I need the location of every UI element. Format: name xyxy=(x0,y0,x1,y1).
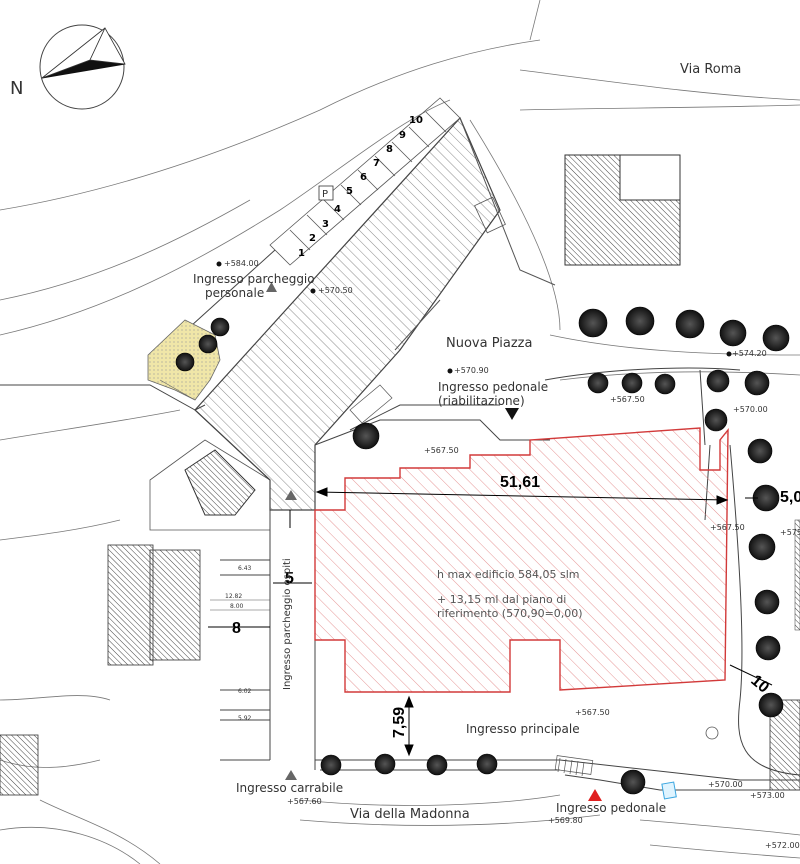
elevation-label: +570.50 xyxy=(318,286,353,295)
parking-stalls xyxy=(269,97,461,266)
stall-number: 4 xyxy=(334,204,341,215)
note-reference-level: riferimento (570,90=0,00) xyxy=(437,607,583,620)
dim-left-setback: 5 xyxy=(285,570,294,587)
label-nuova-piazza: Nuova Piazza xyxy=(446,336,532,351)
dim-right-setback: 10 xyxy=(747,672,772,697)
dim-right-width: 5,0 xyxy=(780,489,800,506)
fountain-symbol xyxy=(705,726,719,740)
elevation-label: +567.50 xyxy=(575,708,610,717)
small-dim: 6.02 xyxy=(238,688,252,695)
parking-stall-numbers: 1 2 3 4 5 6 7 8 9 10 xyxy=(298,115,423,259)
vehicle-entry-marker xyxy=(285,770,297,780)
elevation-label: +573.00 xyxy=(750,791,785,800)
label-main-entrance: Ingresso principale xyxy=(466,722,580,736)
north-label: N xyxy=(10,78,23,99)
label-visitor-parking: Ingresso parcheggio ospiti xyxy=(282,558,293,690)
stall-number: 2 xyxy=(309,233,316,244)
elevation-label: +567.50 xyxy=(424,446,459,455)
label-rehab-entry-line2: (riabilitazione) xyxy=(438,394,525,408)
stall-number: 1 xyxy=(298,248,305,259)
elevation-label: +572.00 xyxy=(765,841,800,850)
roads xyxy=(0,249,800,791)
stall-number: 8 xyxy=(386,144,393,155)
utility-box xyxy=(661,781,677,800)
staff-parking-entry-marker xyxy=(266,282,277,292)
elevation-label: +584.00 xyxy=(224,259,259,268)
small-dim: 12.82 xyxy=(225,593,242,600)
small-dim: 6.43 xyxy=(238,565,252,572)
elevation-label: +575 xyxy=(780,528,800,537)
label-staff-parking-line1: Ingresso parcheggio xyxy=(193,272,315,286)
stall-number: 10 xyxy=(409,115,423,126)
entrance-markers xyxy=(266,282,602,801)
stall-number: 9 xyxy=(399,130,406,141)
stall-number: 5 xyxy=(346,186,353,197)
elevation-label: +567.50 xyxy=(610,395,645,404)
elevation-label: +570.00 xyxy=(733,405,768,414)
elevation-label: +570.00 xyxy=(708,780,743,789)
dim-road-width: 8 xyxy=(232,620,241,637)
stall-number: 6 xyxy=(360,172,367,183)
dim-building-width: 51,61 xyxy=(500,474,540,491)
parking-symbol: P xyxy=(322,189,328,200)
small-dim: 8.00 xyxy=(230,603,244,610)
small-dim: 5.92 xyxy=(238,715,252,722)
rehab-entry-marker xyxy=(505,408,519,420)
elevation-label: +570.90 xyxy=(454,366,489,375)
label-rehab-entry-line1: Ingresso pedonale xyxy=(438,380,548,394)
parking-sign: P xyxy=(318,185,334,201)
dim-bottom-setback: 7,59 xyxy=(391,707,408,738)
parking-entry-up-marker xyxy=(285,490,297,500)
note-height-max: h max edificio 584,05 slm xyxy=(437,568,579,581)
north-arrow: N xyxy=(10,24,126,110)
label-vehicle-entrance: Ingresso carrabile xyxy=(236,781,343,795)
label-pedestrian-entrance: Ingresso pedonale xyxy=(556,801,666,815)
stairs xyxy=(349,384,594,777)
note-height-relative: + 13,15 ml dal piano di xyxy=(437,593,566,606)
elevation-label: +567.50 xyxy=(710,523,745,532)
elevation-label: +567.60 xyxy=(287,797,322,806)
stall-number: 3 xyxy=(322,219,329,230)
elevation-label: +574.20 xyxy=(732,349,767,358)
proposed-building xyxy=(314,427,729,693)
elevation-marks: +584.00 +570.50 +570.90 +574.20 +567.50 … xyxy=(216,259,800,850)
existing-buildings xyxy=(0,154,800,796)
street-via-roma: Via Roma xyxy=(680,62,741,77)
label-staff-parking-line2: personale xyxy=(205,286,264,300)
street-via-della-madonna: Via della Madonna xyxy=(350,807,470,822)
pedestrian-entry-marker xyxy=(588,789,602,801)
elevation-label: +569.80 xyxy=(548,816,583,825)
dimension-lines xyxy=(208,487,773,757)
small-dimensions: 6.43 12.82 8.00 6.02 5.92 xyxy=(210,565,270,722)
stall-number: 7 xyxy=(373,158,380,169)
parking-structure xyxy=(194,116,556,511)
